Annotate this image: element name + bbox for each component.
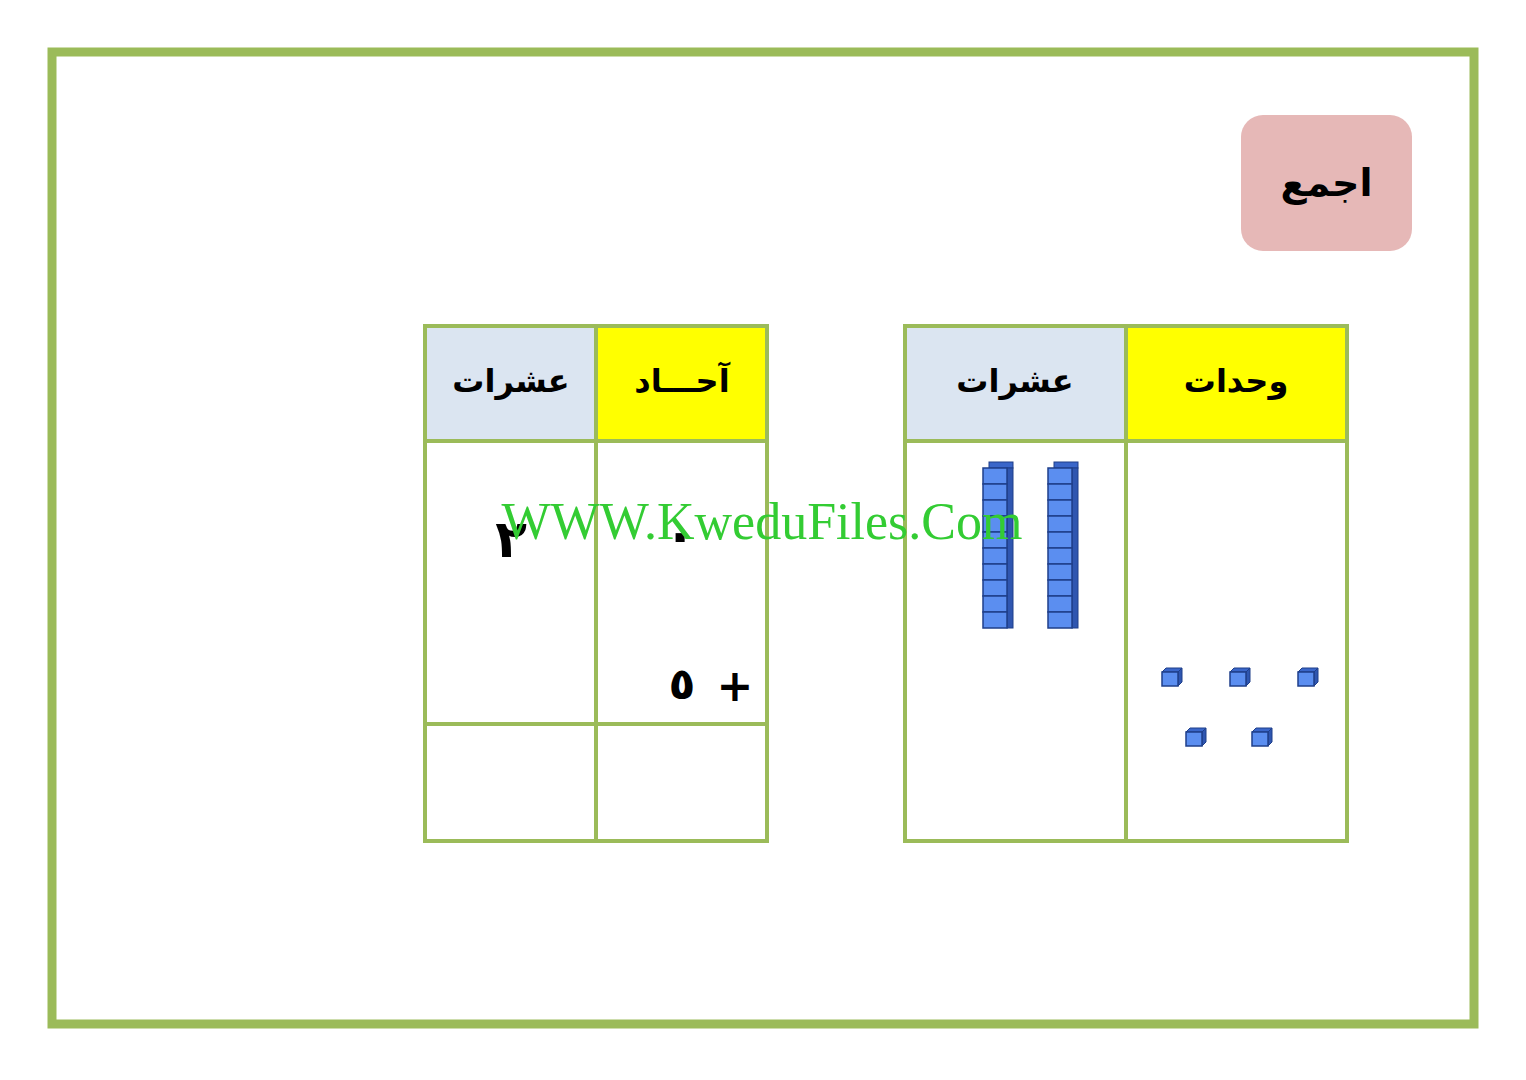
cube-face	[1162, 672, 1178, 686]
cube-face	[1230, 672, 1246, 686]
rod-unit	[1048, 468, 1072, 484]
rod-unit	[1048, 596, 1072, 612]
instruction-box: اجمع	[1241, 115, 1412, 251]
rod-unit	[1048, 516, 1072, 532]
table-grid	[425, 326, 767, 841]
header-fill	[596, 327, 766, 441]
plus-sign: +	[717, 662, 754, 710]
instruction-text: اجمع	[1281, 161, 1373, 205]
cube-face	[1298, 672, 1314, 686]
table-grid	[905, 326, 1347, 841]
rod-unit	[1048, 580, 1072, 596]
base-ten-blocks	[983, 462, 1318, 746]
header-fill	[426, 327, 596, 441]
rod-unit	[1048, 612, 1072, 628]
column-header: عشرات	[956, 364, 1073, 399]
rod-unit	[1048, 500, 1072, 516]
rod-unit	[1048, 548, 1072, 564]
rod-top	[1054, 462, 1078, 468]
rod-side	[1072, 468, 1078, 628]
rod-unit	[983, 596, 1007, 612]
watermark: WWW.KweduFiles.Com	[502, 493, 1023, 550]
header-fill	[1126, 327, 1346, 441]
rod-unit	[1048, 484, 1072, 500]
rod-top	[989, 462, 1013, 468]
cube-face	[1252, 732, 1268, 746]
rod-unit	[983, 468, 1007, 484]
rod-unit	[1048, 532, 1072, 548]
page-frame	[52, 52, 1474, 1024]
column-header: آحـــاد	[634, 364, 729, 399]
rod-unit	[983, 564, 1007, 580]
table-digit: ٥	[669, 660, 696, 708]
cube-face	[1186, 732, 1202, 746]
header-fill	[906, 327, 1126, 441]
column-header: عشرات	[452, 364, 569, 399]
column-header: وحدات	[1184, 364, 1289, 399]
rod-unit	[1048, 564, 1072, 580]
rod-unit	[983, 612, 1007, 628]
rod-unit	[983, 580, 1007, 596]
